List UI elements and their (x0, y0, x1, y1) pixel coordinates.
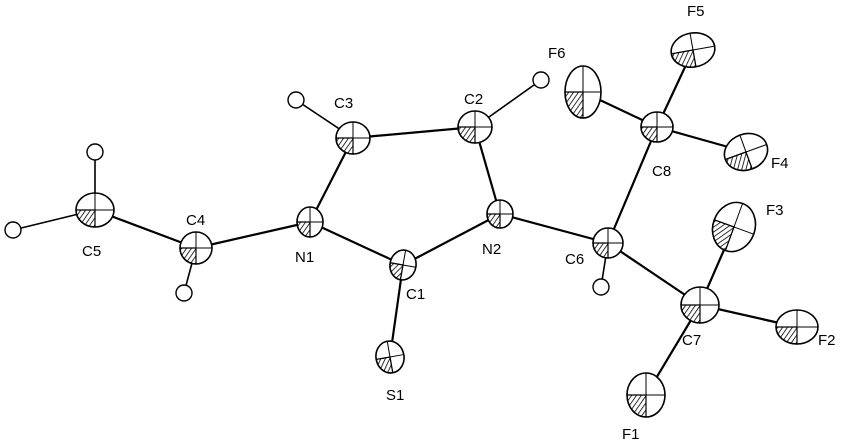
atom-ellipsoid-F4 (723, 132, 769, 172)
atom-ellipsoid-C5 (75, 192, 115, 228)
atom-label-F1: F1 (622, 426, 640, 443)
hydrogen-atom-H5A (86, 143, 104, 161)
atom-label-S1: S1 (386, 387, 404, 404)
atom-ellipsoid-F3 (711, 201, 757, 253)
atom-ellipsoid-C7 (680, 286, 720, 324)
atom-label-F6: F6 (548, 45, 566, 62)
atom-label-N1: N1 (295, 249, 314, 266)
atom-ellipsoid-S1 (375, 340, 405, 374)
hydrogen-atom-H3 (287, 91, 305, 109)
atom-layer (4, 32, 819, 418)
atom-label-C3: C3 (334, 95, 353, 112)
atom-label-C8: C8 (652, 163, 671, 180)
bond-N2-C6 (499, 212, 609, 245)
atom-ellipsoid-C1 (389, 249, 417, 281)
atom-label-F5: F5 (687, 3, 705, 20)
atom-ellipsoid-C3 (335, 121, 371, 155)
atom-label-C7: C7 (682, 332, 701, 349)
atom-ellipsoid-N2 (486, 199, 514, 229)
atom-ellipsoid-N1 (296, 206, 324, 238)
atom-label-C5: C5 (82, 243, 101, 260)
atom-ellipsoid-C2 (457, 110, 493, 144)
atom-ellipsoid-C6 (592, 227, 624, 259)
atom-ellipsoid-C8 (640, 111, 674, 143)
atom-label-C6: C6 (565, 251, 584, 268)
bond-N1-C4 (195, 220, 311, 250)
hydrogen-atom-H5B (4, 221, 22, 239)
atom-ellipsoid-F1 (626, 372, 666, 418)
atom-label-C2: C2 (464, 91, 483, 108)
atom-ellipsoid-F2 (775, 309, 819, 345)
bond-C6-C8 (606, 126, 659, 244)
hydrogen-atom-H6 (592, 278, 610, 296)
bond-C1-N2 (402, 213, 501, 266)
atom-ellipsoid-F6 (564, 65, 602, 119)
atom-label-F3: F3 (766, 202, 784, 219)
atom-label-N2: N2 (482, 241, 501, 258)
atom-label-C1: C1 (406, 286, 425, 303)
bond-layer (12, 49, 798, 396)
atom-ellipsoid-F5 (670, 32, 716, 68)
atom-ellipsoid-C4 (179, 231, 213, 265)
atom-label-C4: C4 (186, 212, 205, 229)
atom-label-F2: F2 (818, 332, 836, 349)
hydrogen-atom-H2 (532, 71, 550, 89)
bond-C1-N1 (309, 221, 404, 266)
atom-label-F4: F4 (771, 155, 789, 172)
hydrogen-atom-H4 (175, 284, 193, 302)
bond-C3-C2 (352, 125, 476, 140)
